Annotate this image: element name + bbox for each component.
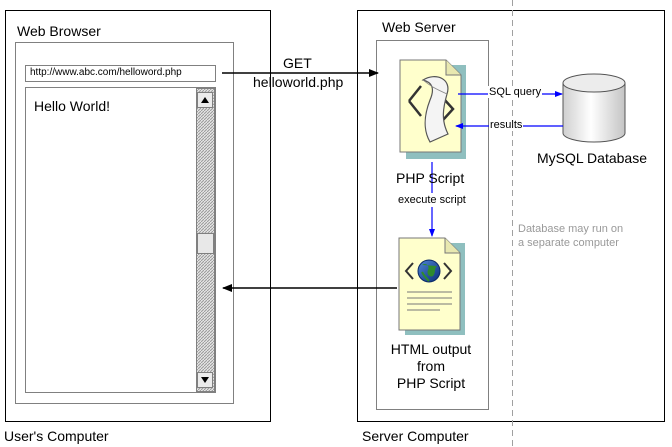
sql-query-label: SQL query [488,86,543,98]
browser-content-area [25,87,216,393]
page-content-text: Hello World! [34,98,110,114]
html-output-label-line1: HTML output [390,341,472,357]
address-bar-text[interactable]: http://www.abc.com/helloword.php [30,67,182,78]
web-server-title: Web Server [382,19,456,35]
html-output-label-line2: from [417,358,445,374]
address-bar [25,65,216,82]
server-computer-caption: Server Computer [362,428,469,444]
html-output-label-line3: PHP Script [396,375,466,391]
scroll-up-button[interactable] [197,92,213,108]
script-document-icon [399,59,466,159]
scroll-down-button[interactable] [197,372,213,388]
execute-script-label: execute script [397,193,467,207]
users-computer-caption: User's Computer [4,428,109,444]
get-request-label: GET [283,55,312,71]
scrollbar-thumb [197,233,214,254]
html-document-icon [398,237,465,335]
php-script-label: PHP Script [396,170,465,186]
get-request-file-label: helloworld.php [253,74,344,90]
browser-title: Web Browser [17,23,101,39]
database-cylinder-icon [562,73,626,143]
database-label: MySQL Database [537,150,647,166]
database-note-line2: a separate computer [518,237,619,249]
results-label: results [489,119,524,131]
database-note-line1: Database may run on [518,223,624,235]
arrow-up-icon [201,97,209,103]
arrow-down-icon [201,377,209,383]
